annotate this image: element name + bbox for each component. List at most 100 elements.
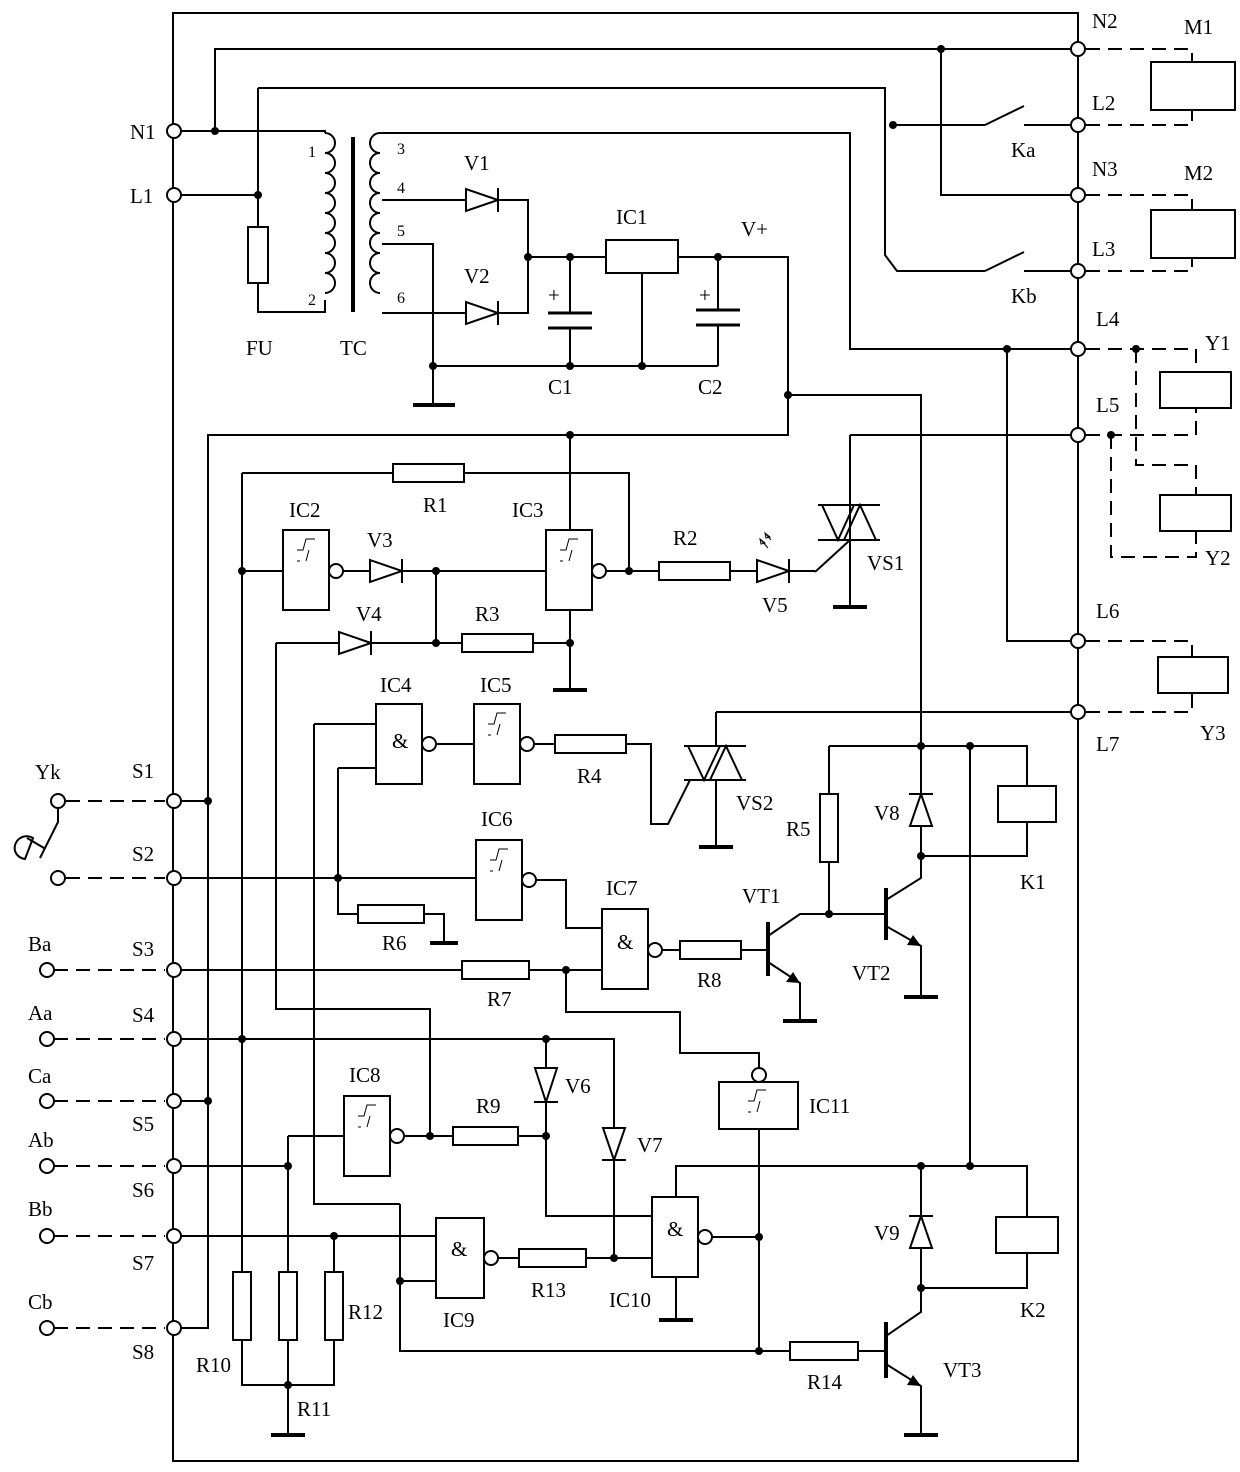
label-VS2: VS2 — [736, 791, 773, 815]
label-R10: R10 — [196, 1353, 231, 1377]
label-M2: M2 — [1184, 161, 1213, 185]
terminal-N1 — [166, 123, 182, 139]
label-S8: S8 — [132, 1340, 154, 1364]
and-symbol-IC10: & — [667, 1217, 683, 1241]
resistor-R11 — [278, 1271, 298, 1341]
pin-6: 6 — [397, 290, 405, 307]
schmitt-IC8 — [343, 1095, 391, 1177]
terminal-L6 — [1070, 633, 1086, 649]
label-S4: S4 — [132, 1003, 155, 1027]
resistor-R5 — [819, 793, 839, 863]
terminal-Cb — [39, 1320, 55, 1336]
terminal-L4 — [1070, 341, 1086, 357]
label-N2: N2 — [1092, 9, 1118, 33]
label-R9: R9 — [476, 1094, 501, 1118]
diode-V8 — [908, 790, 934, 827]
resistor-R6 — [357, 904, 425, 924]
label-R14: R14 — [807, 1370, 843, 1394]
label-K1: K1 — [1020, 870, 1046, 894]
terminal-S1 — [166, 793, 182, 809]
terminal-Yk-a — [50, 793, 66, 809]
external-loads — [1150, 61, 1236, 694]
resistor-R12 — [324, 1271, 344, 1341]
label-Kb: Kb — [1011, 284, 1037, 308]
terminal-S3 — [166, 962, 182, 978]
terminal-L1 — [166, 187, 182, 203]
label-R8: R8 — [697, 968, 722, 992]
label-K2: K2 — [1020, 1298, 1046, 1322]
label-L3: L3 — [1092, 237, 1115, 261]
label-Ba: Ba — [28, 932, 52, 956]
label-L1: L1 — [130, 184, 153, 208]
label-Ka: Ka — [1011, 138, 1036, 162]
label-V5: V5 — [762, 593, 788, 617]
label-L5: L5 — [1096, 393, 1119, 417]
label-V3: V3 — [367, 528, 393, 552]
label-S1: S1 — [132, 759, 154, 783]
terminal-Ba — [39, 962, 55, 978]
plus-C2: + — [699, 283, 711, 307]
pin-1: 1 — [308, 144, 316, 161]
label-IC11: IC11 — [809, 1094, 850, 1118]
label-IC8: IC8 — [349, 1063, 381, 1087]
label-R12: R12 — [348, 1300, 383, 1324]
label-VT3: VT3 — [943, 1358, 982, 1382]
transistor-VT1 — [766, 913, 885, 1023]
terminal-S4 — [166, 1031, 182, 1047]
label-IC1: IC1 — [616, 205, 648, 229]
label-IC4: IC4 — [380, 673, 412, 697]
label-Ab: Ab — [28, 1128, 54, 1152]
pin-4: 4 — [397, 180, 405, 197]
label-IC3: IC3 — [512, 498, 544, 522]
label-IC5: IC5 — [480, 673, 512, 697]
and-symbol-IC7: & — [617, 930, 633, 954]
transistor-VT3 — [884, 1288, 938, 1437]
diode-V9 — [908, 1212, 934, 1249]
label-V4: V4 — [356, 602, 382, 626]
led-V5 — [756, 558, 793, 584]
diode-V3 — [369, 558, 406, 584]
label-IC7: IC7 — [606, 876, 638, 900]
terminal-S5 — [166, 1093, 182, 1109]
terminal-N2 — [1070, 41, 1086, 57]
and-gate-IC4 — [375, 703, 423, 785]
diode-V6 — [533, 1067, 559, 1106]
resistor-R10 — [232, 1271, 252, 1341]
label-V1: V1 — [464, 151, 490, 175]
label-R5: R5 — [786, 817, 811, 841]
terminal-Aa — [39, 1031, 55, 1047]
schmitt-IC3 — [545, 529, 593, 611]
resistor-R4 — [554, 734, 627, 754]
terminal-L5 — [1070, 427, 1086, 443]
label-R4: R4 — [577, 764, 602, 788]
label-R6: R6 — [382, 931, 407, 955]
fuse-FU — [247, 226, 269, 284]
pin-2: 2 — [308, 292, 316, 309]
label-Y3: Y3 — [1200, 721, 1226, 745]
terminal-Ab — [39, 1158, 55, 1174]
pin-5: 5 — [397, 223, 405, 240]
label-M1: M1 — [1184, 15, 1213, 39]
label-Y2: Y2 — [1205, 546, 1231, 570]
label-V8: V8 — [874, 801, 900, 825]
label-TC: TC — [340, 336, 367, 360]
label-V6: V6 — [565, 1074, 591, 1098]
label-Vplus: V+ — [741, 217, 768, 241]
terminal-circles — [39, 41, 1086, 1336]
plus-C1: + — [548, 283, 560, 307]
pushbutton-Yk — [13, 808, 59, 861]
triac-VS1 — [818, 502, 880, 609]
label-L4: L4 — [1096, 307, 1120, 331]
and-symbol-IC4: & — [392, 729, 408, 753]
relay-K2 — [995, 1216, 1059, 1254]
terminal-N3 — [1070, 187, 1086, 203]
diode-V2 — [465, 300, 502, 326]
output-switches — [715, 45, 1071, 746]
terminal-Ca — [39, 1093, 55, 1109]
terminal-Bb — [39, 1228, 55, 1244]
label-Yk: Yk — [35, 760, 61, 784]
resistor-R9 — [452, 1126, 519, 1146]
label-S7: S7 — [132, 1251, 154, 1275]
label-L7: L7 — [1096, 732, 1119, 756]
label-IC2: IC2 — [289, 498, 321, 522]
